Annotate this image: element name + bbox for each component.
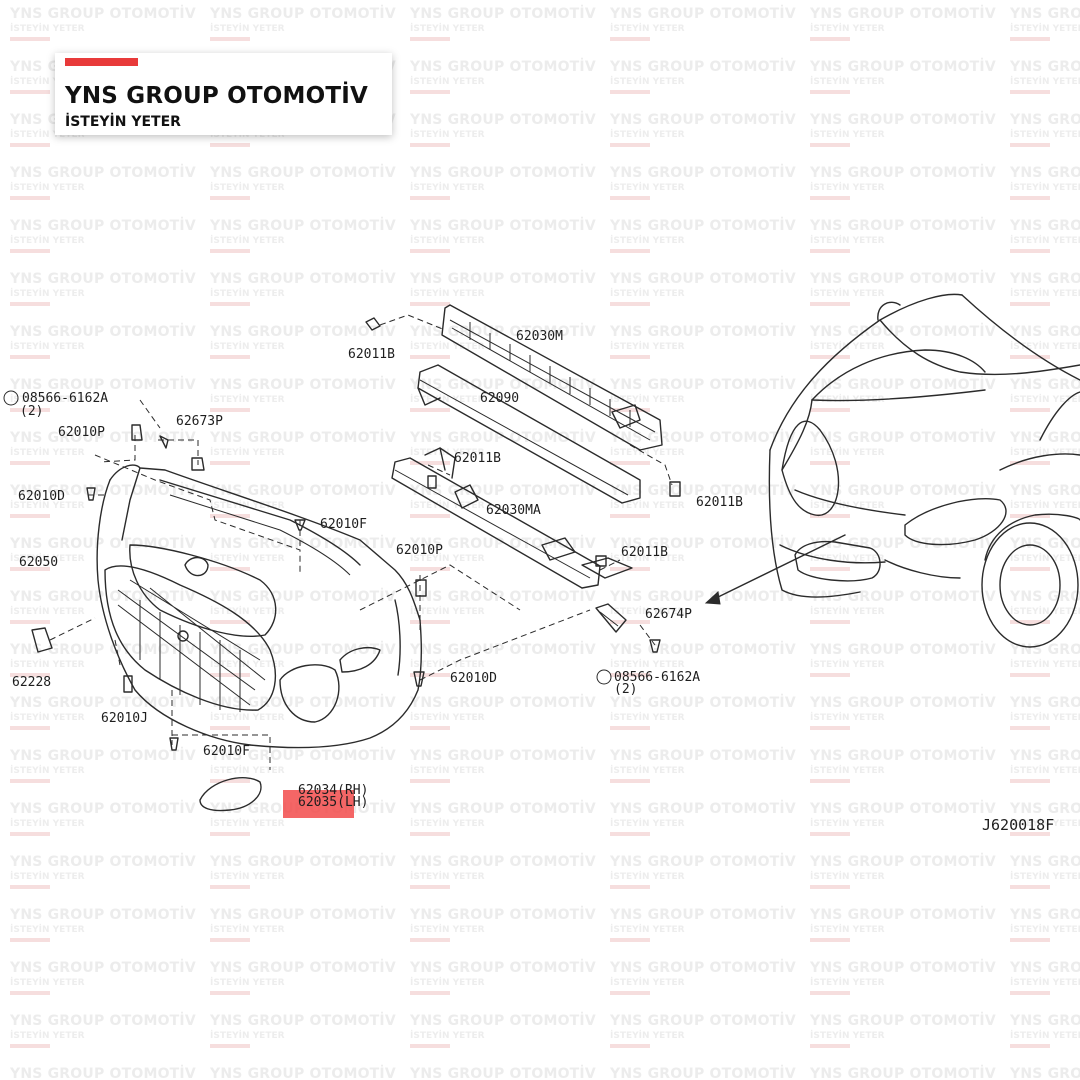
label-62010P-mid: 62010P [396, 543, 443, 558]
fasteners [3, 317, 681, 751]
brand-title: YNS GROUP OTOMOTİV [65, 83, 369, 109]
part-62034-fog-cover [199, 777, 262, 812]
pointer-arrow [711, 534, 846, 601]
label-62228: 62228 [12, 675, 51, 690]
part-62050-bumper [96, 464, 423, 749]
diagram-code: J620018F [982, 816, 1054, 834]
brand-subtitle: İSTEYİN YETER [65, 114, 181, 130]
label-08566-left: 08566-6162A [22, 391, 108, 406]
part-62228-bracket [31, 627, 53, 653]
label-62090: 62090 [480, 391, 519, 406]
label-62673P: 62673P [176, 414, 223, 429]
label-62030M: 62030M [516, 329, 563, 344]
label-62030MA: 62030MA [486, 503, 541, 518]
part-62030MA-lower-beam [391, 447, 633, 589]
label-62034: 62034(RH) [298, 783, 368, 798]
label-62674P: 62674P [645, 607, 692, 622]
brand-badge: YNS GROUP OTOMOTİV İSTEYİN YETER [55, 53, 392, 135]
label-62010J: 62010J [101, 711, 148, 726]
label-62011B-lower: 62011B [621, 545, 668, 560]
label-08566-left-qty: (2) [20, 404, 43, 419]
label-62011B-right: 62011B [696, 495, 743, 510]
car-outline [768, 293, 1080, 648]
part-62030M-absorber [441, 304, 663, 451]
label-62035: 62035(LH) [298, 795, 368, 810]
highlight-marker [283, 790, 354, 818]
part-labels: 62011B 62030M 08566-6162A (2) 62090 6267… [12, 329, 1054, 834]
pointer-arrowhead [704, 591, 721, 605]
label-62011B-top: 62011B [348, 347, 395, 362]
label-08566-right: 08566-6162A [614, 670, 700, 685]
part-62674P-bracket [595, 603, 627, 633]
label-62010F-upper: 62010F [320, 517, 367, 532]
brand-accent-bar [65, 58, 138, 66]
label-08566-right-qty: (2) [614, 682, 637, 697]
part-62090-beam [417, 364, 641, 504]
label-62050: 62050 [19, 555, 58, 570]
label-62011B-mid: 62011B [454, 451, 501, 466]
label-62010D-mid: 62010D [450, 671, 497, 686]
label-62010F-lower: 62010F [203, 744, 250, 759]
label-62010D-left: 62010D [18, 489, 65, 504]
guide-lines [49, 314, 673, 770]
label-62010P-left: 62010P [58, 425, 105, 440]
